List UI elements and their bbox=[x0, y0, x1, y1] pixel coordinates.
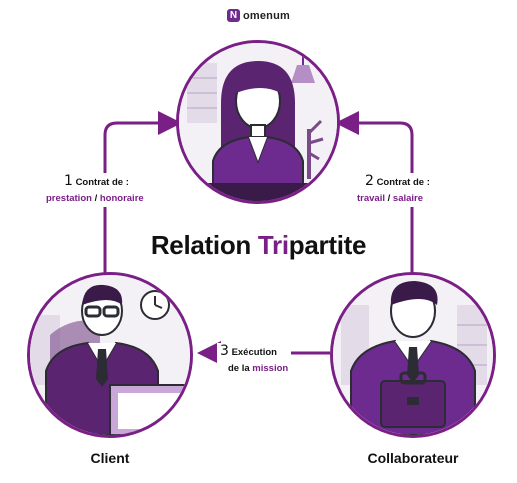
step-1-label: 1 Contrat de : prestation / honoraire bbox=[44, 173, 146, 207]
title-highlight: Tri bbox=[257, 230, 289, 260]
title-prefix: Relation bbox=[150, 230, 258, 260]
step-2-label: 2 Contrat de : travail / salaire bbox=[355, 173, 432, 207]
brand-logo: N omenum bbox=[0, 9, 517, 22]
role-client: Client bbox=[90, 450, 130, 466]
step-3-number: 3 bbox=[220, 343, 229, 359]
step-2-number: 2 bbox=[365, 173, 374, 189]
role-collaborateur: Collaborateur bbox=[367, 450, 459, 466]
step-3-label: 3 Exécution de la mission bbox=[217, 343, 292, 377]
diagram-title: Relation Tripartite bbox=[0, 230, 517, 261]
step-2-detail-a: travail bbox=[357, 193, 385, 204]
step-2-title: Contrat de : bbox=[376, 177, 430, 188]
collaborator-illustration-frame bbox=[330, 272, 496, 438]
client-illustration bbox=[30, 275, 190, 435]
step-2-separator: / bbox=[385, 193, 393, 204]
step-3-title: Exécution bbox=[231, 347, 277, 358]
center-illustration bbox=[176, 40, 340, 204]
woman-illustration bbox=[179, 43, 337, 201]
step-3-line2-highlight: mission bbox=[252, 363, 289, 374]
step-1-title: Contrat de : bbox=[75, 177, 129, 188]
title-suffix: partite bbox=[288, 230, 367, 260]
step-1-detail-b: honoraire bbox=[99, 193, 144, 204]
line-client-to-center bbox=[103, 111, 182, 285]
step-1-number: 1 bbox=[64, 173, 73, 189]
step-3-line2-prefix: de la bbox=[228, 363, 253, 374]
line-collaborator-to-center bbox=[335, 111, 414, 285]
nomenum-logo-icon: N bbox=[226, 9, 240, 22]
step-2-detail-b: salaire bbox=[392, 193, 424, 204]
step-1-detail-a: prestation bbox=[46, 193, 92, 204]
client-illustration-frame bbox=[27, 272, 193, 438]
collaborator-illustration bbox=[333, 275, 493, 435]
step-1-separator: / bbox=[91, 193, 100, 204]
brand-name: omenum bbox=[242, 9, 291, 22]
